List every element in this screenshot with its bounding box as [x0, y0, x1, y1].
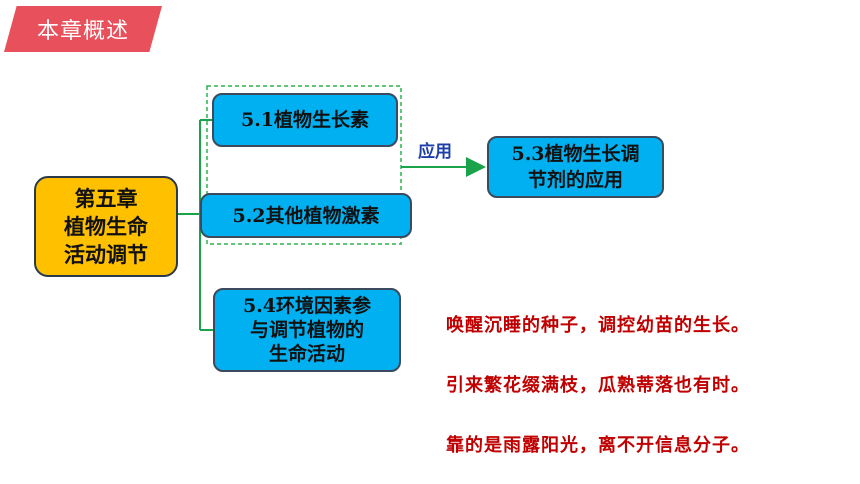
node-5-4-label: 5.4环境因素参 与调节植物的 生命活动: [242, 295, 372, 365]
node-5-1-label: 5.1植物生长素: [240, 109, 370, 131]
section-title: 本章概述: [36, 19, 129, 44]
node-5-2: 5.2其他植物激素: [200, 193, 412, 238]
arrow-label-application: 应用: [418, 142, 452, 162]
node-5-1: 5.1植物生长素: [212, 93, 398, 147]
node-5-2-label: 5.2其他植物激素: [232, 204, 380, 227]
group-dashed-box: [206, 85, 402, 245]
node-5-3: 5.3植物生长调 节剂的应用: [487, 136, 664, 198]
root-node-chapter5: 第五章 植物生命 活动调节: [34, 176, 178, 277]
poem-line-3: 靠的是雨露阳光，离不开信息分子。: [446, 435, 750, 456]
root-node-label: 第五章 植物生命 活动调节: [64, 185, 148, 267]
node-5-3-label: 5.3植物生长调 节剂的应用: [511, 143, 640, 191]
section-header-tag: 本章概述: [4, 6, 162, 52]
poem-line-2: 引来繁花缀满枝，瓜熟蒂落也有时。: [446, 375, 750, 396]
node-5-4: 5.4环境因素参 与调节植物的 生命活动: [213, 288, 401, 372]
poem-line-1: 唤醒沉睡的种子，调控幼苗的生长。: [446, 315, 750, 336]
